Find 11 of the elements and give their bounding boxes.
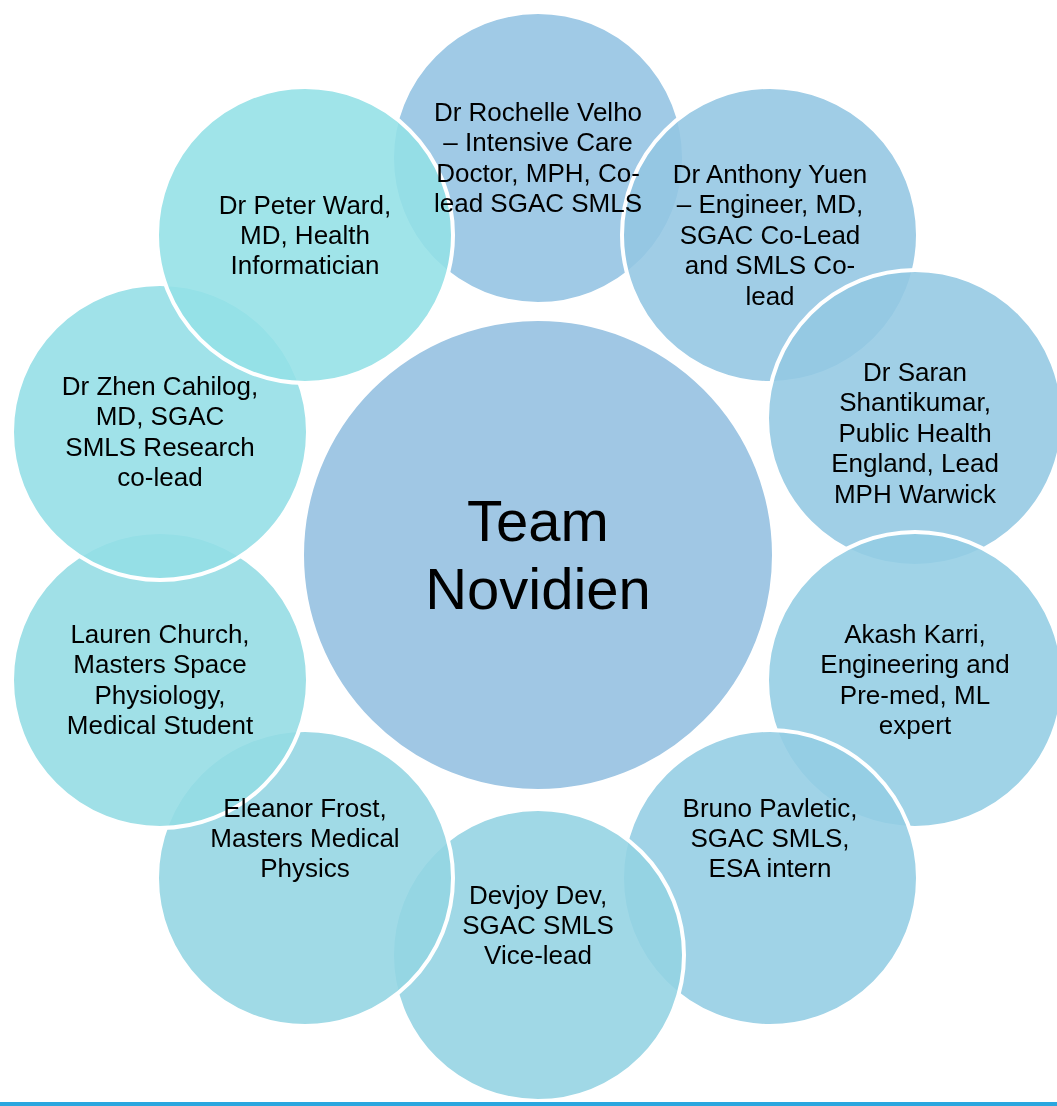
member-text: Akash Karri, Engineering and Pre-med, ML expert <box>819 619 1011 741</box>
member-text: Lauren Church, Masters Space Physiology, Medical Student <box>65 619 255 741</box>
member-text: Bruno Pavletic, SGAC SMLS, ESA intern <box>681 792 859 884</box>
member-text: Dr Rochelle Velho – Intensive Care Doctor, MPH, Co-lead SGAC SMLS <box>433 97 643 219</box>
member-text: Dr Zhen Cahilog, MD, SGAC SMLS Research co-lead <box>60 371 260 493</box>
member-text: Dr Peter Ward, MD, Health Informatician <box>217 189 393 281</box>
member-text: Dr Saran Shantikumar, Public Health England, Lead MPH Warwick <box>830 357 1000 510</box>
member-text: Devjoy Dev, SGAC SMLS Vice-lead <box>461 879 615 971</box>
center-title: Team Novidien <box>424 487 652 623</box>
member-text: Eleanor Frost, Masters Medical Physics <box>209 792 401 884</box>
member-text: Dr Anthony Yuen – Engineer, MD, SGAC Co-Lead and SMLS Co-lead <box>671 159 869 312</box>
